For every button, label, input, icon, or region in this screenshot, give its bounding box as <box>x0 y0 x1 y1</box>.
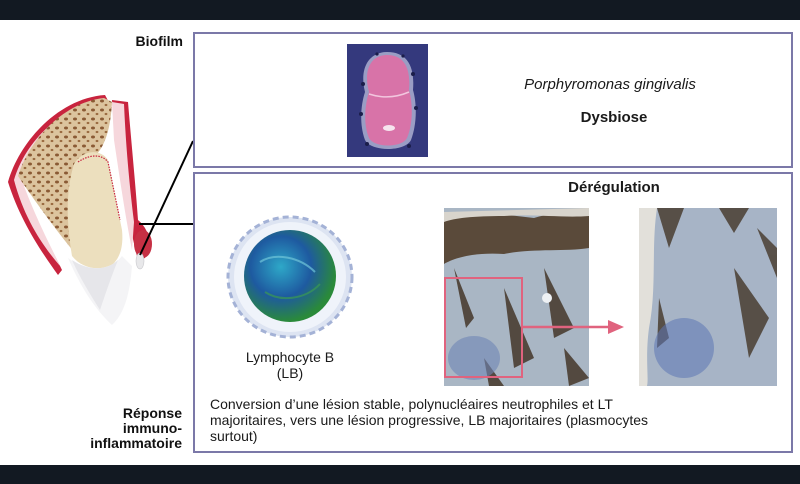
biofilm-label: Biofilm <box>135 33 183 49</box>
lymphocyte-label-line2: (LB) <box>276 365 304 381</box>
description-line3: surtout) <box>210 428 258 444</box>
description-line2: majoritaires, vers une lésion progressiv… <box>210 412 649 428</box>
gum-left <box>8 95 112 275</box>
description-line1: Conversion d’une lésion stable, polynucl… <box>210 396 613 412</box>
response-label-line2: immuno- <box>122 420 182 436</box>
tooth-root <box>67 152 123 269</box>
lesion-description: Conversion d’une lésion stable, polynucl… <box>210 396 790 444</box>
lymphocyte-label-line1: Lymphocyte B <box>245 349 335 365</box>
b-lymphocyte-illustration <box>220 212 360 342</box>
response-label-line1: Réponse <box>122 405 182 421</box>
dysbiose-title: Dysbiose <box>580 109 648 126</box>
top-frame-bar <box>0 0 800 20</box>
bottom-frame-bar <box>0 465 800 484</box>
tooth-periodontium-illustration <box>8 95 152 325</box>
zoom-arrow-icon <box>522 320 624 334</box>
lymphocyte-label: Lymphocyte B (LB) <box>220 349 360 381</box>
response-label-line3: inflammatoire <box>90 435 182 451</box>
calculus <box>135 252 145 270</box>
deregulation-title: Dérégulation <box>568 179 660 196</box>
species-name: Porphyromonas gingivalis <box>524 76 696 93</box>
histology-zoomed <box>639 208 777 386</box>
bacterium-micrograph <box>347 44 428 157</box>
histology-section <box>444 208 589 386</box>
biofilm-box <box>193 32 793 168</box>
alveolar-bone <box>18 98 112 252</box>
response-label: Réponse immuno- inflammatoire <box>60 406 182 451</box>
